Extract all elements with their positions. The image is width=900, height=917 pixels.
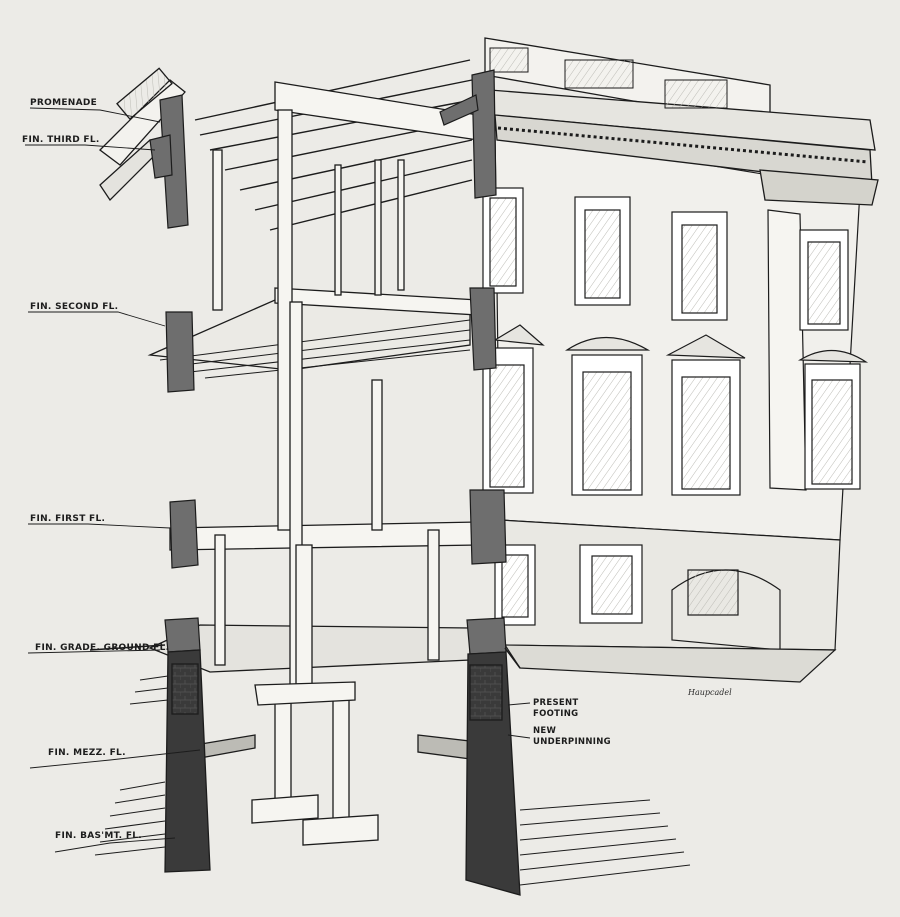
cut-masonry-walls bbox=[149, 69, 507, 655]
grade-line bbox=[89, 644, 521, 669]
steel-frame-interior bbox=[147, 59, 479, 846]
artist-signature: Haupcadel bbox=[687, 688, 732, 697]
label-promenade: PROMENADE bbox=[30, 98, 97, 108]
label-new-underpinning-line1: NEW bbox=[533, 726, 557, 736]
middle-windows bbox=[482, 324, 869, 496]
label-fin-first-fl: FIN. FIRST FL. bbox=[30, 514, 105, 524]
basement-stairs bbox=[94, 675, 691, 886]
label-fin-grade-ground-fl: FIN. GRADE. GROUND FL. bbox=[35, 643, 169, 653]
upper-windows bbox=[482, 187, 849, 331]
label-fin-mezz-fl: FIN. MEZZ. FL. bbox=[48, 748, 126, 758]
label-fin-second-fl: FIN. SECOND FL. bbox=[30, 302, 118, 312]
label-fin-third-fl: FIN. THIRD FL. bbox=[22, 135, 100, 145]
label-fin-basmt-fl: FIN. BAS'MT. FL. bbox=[55, 831, 142, 841]
label-present-footing-line1: PRESENT bbox=[533, 698, 579, 708]
label-present-footing-line2: FOOTING bbox=[533, 709, 578, 719]
terrace-paving bbox=[503, 644, 837, 683]
label-leader-lines bbox=[25, 107, 531, 853]
label-new-underpinning-line2: UNDERPINNING bbox=[533, 737, 611, 747]
foundation-underpinning bbox=[164, 649, 521, 896]
